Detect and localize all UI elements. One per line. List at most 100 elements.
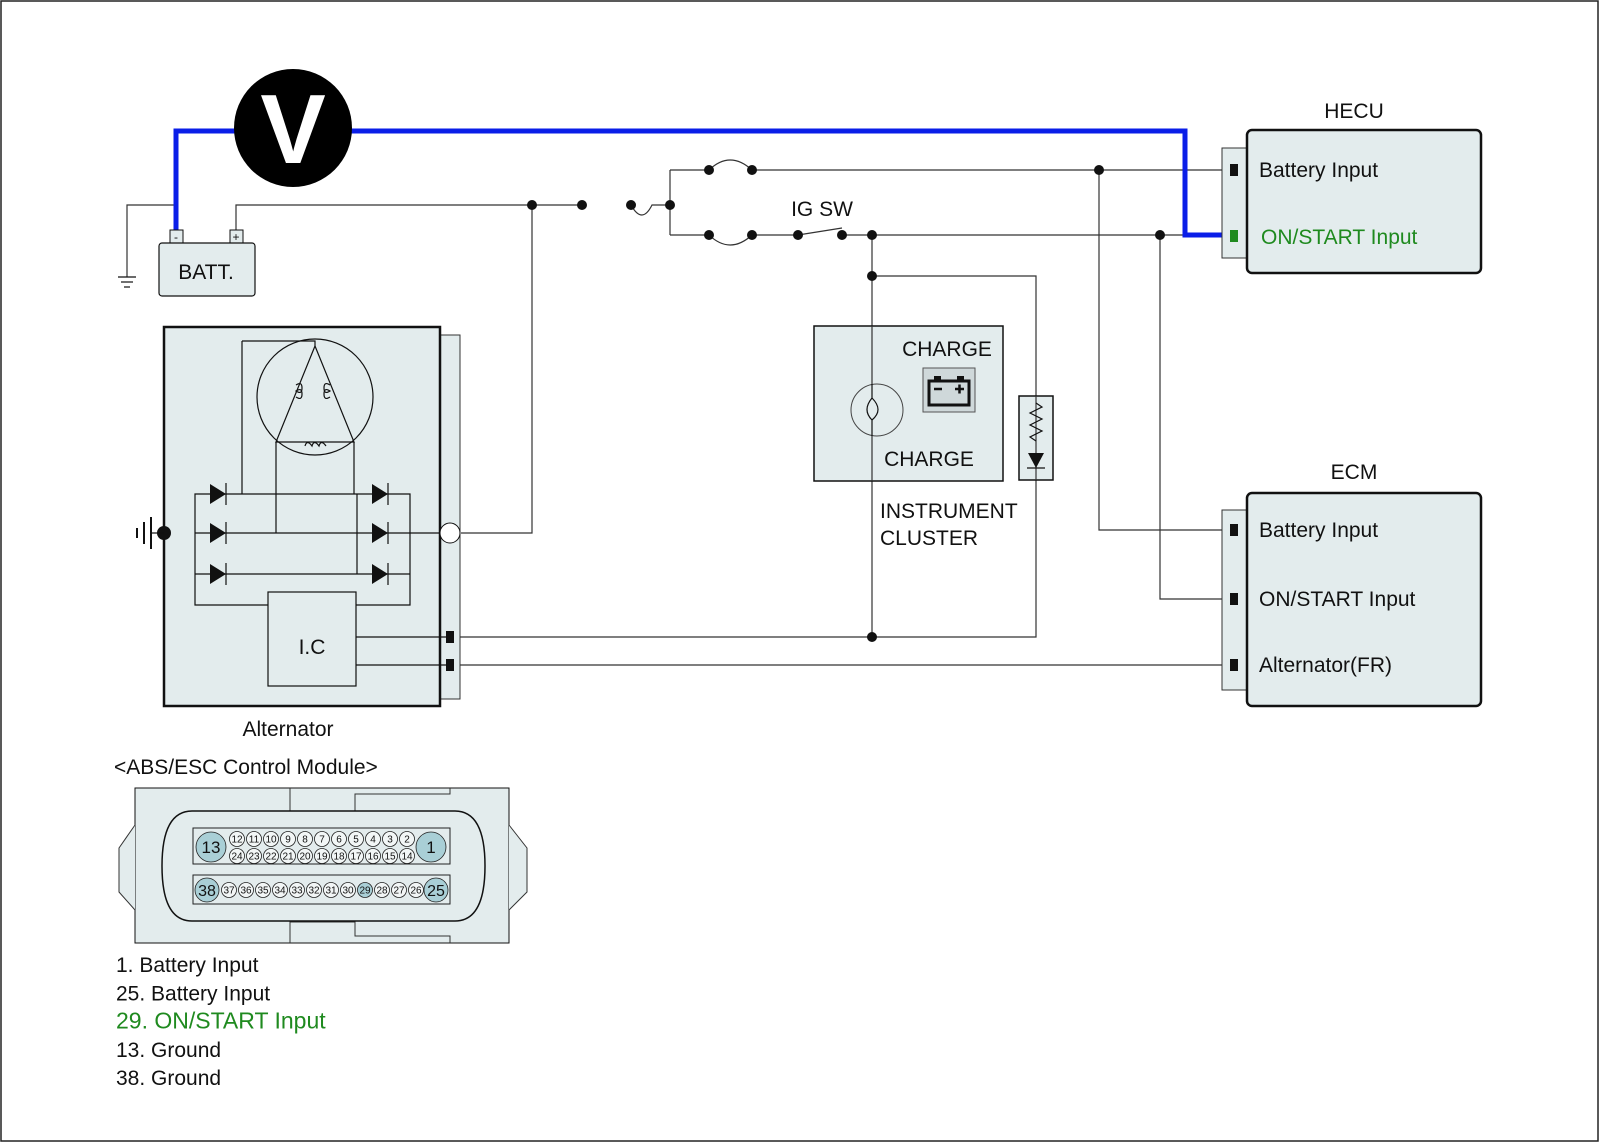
ground-symbol-battery <box>118 276 136 288</box>
connector-pin: 13 <box>195 831 227 863</box>
connector-pin: 8 <box>297 831 313 847</box>
connector-pin-label: 15 <box>384 852 396 863</box>
connector-pin-label: 33 <box>291 886 303 897</box>
connector-pin: 18 <box>331 848 347 864</box>
connector-pin-label: 27 <box>393 886 405 897</box>
connector-pin: 28 <box>374 882 390 898</box>
connector-pin: 10 <box>263 831 279 847</box>
connector-pin: 24 <box>229 848 245 864</box>
connector-pin-label: 23 <box>248 852 260 863</box>
connector-pin: 16 <box>365 848 381 864</box>
cluster-charge-label-bottom: CHARGE <box>884 448 974 471</box>
connector-pin: 36 <box>238 882 254 898</box>
ecm-module: ECM Battery Input ON/START Input Alterna… <box>1221 461 1483 708</box>
connector-pin-label: 12 <box>231 835 243 846</box>
battery-icon <box>922 367 976 413</box>
connector-pin-label: 35 <box>257 886 269 897</box>
connector-pin-label: 20 <box>299 852 311 863</box>
connector-pin: 15 <box>382 848 398 864</box>
connector-pin: 11 <box>246 831 262 847</box>
connector-pin-label: 11 <box>249 835 260 846</box>
battery: - + BATT. <box>158 229 256 297</box>
connector-pin-label: 9 <box>285 835 291 846</box>
connector-pin-label: 38 <box>198 883 216 900</box>
connector-pin: 21 <box>280 848 296 864</box>
connector-pin: 34 <box>272 882 288 898</box>
ig-switch-blade <box>797 227 843 236</box>
connector-pin-label: 10 <box>265 835 277 846</box>
ecm-pin-alternator-fr: Alternator(FR) <box>1259 654 1392 677</box>
connector-pin-label: 26 <box>410 886 422 897</box>
connector-pin: 2 <box>399 831 415 847</box>
cluster-name-line2: CLUSTER <box>880 527 978 550</box>
stator-icon <box>256 338 374 456</box>
voltmeter: V <box>173 69 1232 238</box>
connector-title: <ABS/ESC Control Module> <box>114 756 378 779</box>
connector-pin-label: 5 <box>353 835 359 846</box>
connector-pin: 17 <box>348 848 364 864</box>
hecu-title: HECU <box>1324 100 1384 123</box>
ecm-title: ECM <box>1331 461 1378 484</box>
hecu-module: HECU Battery Input ON/START Input <box>1221 100 1483 275</box>
ig-switch-label: IG SW <box>791 198 853 221</box>
alternator: I.C Alternator <box>136 325 461 741</box>
legend-item: 25. Battery Input <box>116 982 270 1005</box>
hecu-pin-on-start-input: ON/START Input <box>1261 226 1418 249</box>
connector-pin: 6 <box>331 831 347 847</box>
voltmeter-lead <box>173 128 1232 238</box>
battery-body <box>158 242 256 297</box>
connector-pin-label: 2 <box>404 835 410 846</box>
connector-pin: 38 <box>194 877 220 903</box>
ecm-pin-battery-input: Battery Input <box>1259 519 1378 542</box>
connector-pin-label: 1 <box>426 838 435 857</box>
charge-lamp-icon <box>850 383 904 437</box>
legend-item: 29. ON/START Input <box>116 1008 326 1034</box>
connector-pin: 1 <box>415 831 447 863</box>
battery-neg-mark: - <box>174 230 178 244</box>
connector-pin-label: 31 <box>325 886 337 897</box>
connector-pin: 26 <box>408 882 424 898</box>
battery-pos-mark: + <box>232 230 239 244</box>
connector-pin-label: 17 <box>350 852 362 863</box>
voltmeter-icon <box>234 69 352 187</box>
connector-pin: 30 <box>340 882 356 898</box>
pin-legend: 1. Battery Input 25. Battery Input 29. ON/… <box>116 954 326 1090</box>
legend-item: 38. Ground <box>116 1067 221 1090</box>
connector-pin-label: 18 <box>333 852 345 863</box>
splice-points <box>527 165 1165 642</box>
connector-pin-label: 25 <box>427 883 445 900</box>
connector-pin: 20 <box>297 848 313 864</box>
connector-pin: 31 <box>323 882 339 898</box>
connector-pin: 29 <box>357 882 373 898</box>
connector-pin-label: 24 <box>231 852 243 863</box>
connector-pin-label: 28 <box>376 886 388 897</box>
connector-pin-label: 34 <box>274 886 286 897</box>
connector-pin-label: 16 <box>367 852 379 863</box>
cluster-name-line1: INSTRUMENT <box>880 500 1018 523</box>
ecm-pin-on-start-input: ON/START Input <box>1259 588 1416 611</box>
connector-pin-label: 3 <box>387 835 393 846</box>
connector-pin: 4 <box>365 831 381 847</box>
voltmeter-symbol: V <box>260 74 325 184</box>
alternator-ic-label: I.C <box>299 636 326 659</box>
legend-item: 1. Battery Input <box>116 954 259 977</box>
connector-pin-label: 13 <box>202 838 221 857</box>
connector-pin: 23 <box>246 848 262 864</box>
connector-pin-label: 22 <box>265 852 277 863</box>
battery-label: BATT. <box>178 261 234 284</box>
connector-pin-label: 14 <box>401 852 413 863</box>
main-fuse <box>630 204 670 216</box>
connector-pin-label: 4 <box>370 835 376 846</box>
rectifier-diodes <box>210 483 389 585</box>
resistor-diode <box>1018 395 1054 481</box>
connector-pin-label: 32 <box>308 886 320 897</box>
connector-pin-label: 21 <box>282 852 294 863</box>
connector-pin: 19 <box>314 848 330 864</box>
connector-pin-label: 36 <box>240 886 252 897</box>
alternator-label: Alternator <box>242 718 333 741</box>
connector-pin-label: 30 <box>342 886 354 897</box>
connector-pin: 35 <box>255 882 271 898</box>
